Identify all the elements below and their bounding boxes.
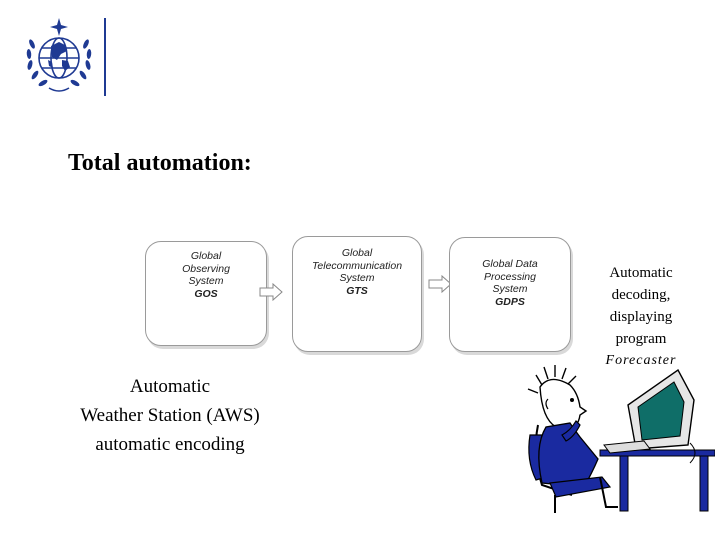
gts-line: System bbox=[339, 272, 375, 284]
outline-arrow-icon bbox=[259, 283, 283, 301]
caption-line: program bbox=[615, 331, 667, 347]
gdps-box: Global Data Processing System GDPS bbox=[449, 237, 571, 352]
gts-line: Telecommunication bbox=[311, 259, 403, 272]
decoding-caption: Automatic decoding, displaying program F… bbox=[596, 262, 686, 372]
gos-line: System bbox=[188, 275, 224, 287]
aws-caption: Automatic Weather Station (AWS) automati… bbox=[40, 372, 300, 459]
caption-line: displaying bbox=[609, 309, 673, 325]
gos-box: Global Observing System GOS bbox=[145, 241, 267, 346]
header-divider bbox=[104, 18, 106, 96]
gdps-label: Global Data Processing System GDPS bbox=[450, 258, 570, 308]
gts-label: Global Telecommunication System GTS bbox=[293, 247, 421, 297]
gts-box: Global Telecommunication System GTS bbox=[292, 236, 422, 352]
caption-line: Automatic bbox=[609, 265, 673, 281]
caption-line: automatic encoding bbox=[95, 434, 245, 455]
forecaster-at-computer-icon bbox=[527, 365, 715, 513]
slide-title: Total automation: bbox=[68, 150, 252, 176]
gdps-abbr: GDPS bbox=[495, 295, 525, 308]
caption-line: Weather Station (AWS) bbox=[80, 405, 260, 426]
caption-line: Automatic bbox=[129, 376, 211, 397]
gos-label: Global Observing System GOS bbox=[146, 250, 266, 300]
gdps-line: Global Data bbox=[482, 258, 538, 270]
gdps-line: System bbox=[492, 283, 528, 295]
gos-line: Global bbox=[190, 250, 222, 262]
gts-line: Global bbox=[341, 247, 373, 259]
gos-line: Observing bbox=[182, 262, 230, 275]
caption-line: decoding, bbox=[611, 287, 671, 303]
wmo-emblem-icon bbox=[26, 18, 92, 92]
outline-arrow-icon bbox=[428, 275, 452, 293]
gts-abbr: GTS bbox=[346, 284, 368, 297]
forecaster-label: Forecaster bbox=[605, 353, 677, 368]
gdps-line: Processing bbox=[484, 270, 536, 283]
gos-abbr: GOS bbox=[194, 287, 218, 300]
